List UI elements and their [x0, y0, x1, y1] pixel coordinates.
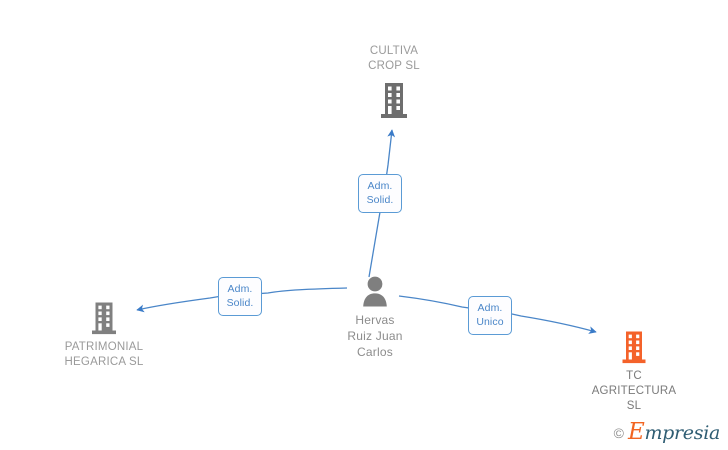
node-label-cultiva-crop: CULTIVA CROP SL — [368, 45, 420, 72]
node-label-patrimonial-hegarica: PATRIMONIAL HEGARICA SL — [64, 341, 144, 368]
edge-line-tc-agritectura — [398, 295, 597, 334]
node-patrimonial-hegarica[interactable]: PATRIMONIAL HEGARICA SL — [39, 300, 169, 370]
building-icon — [92, 302, 116, 335]
edge-label-adm-unico-tc[interactable]: Adm. Unico — [468, 296, 512, 335]
brand-logo: Empresia — [628, 421, 720, 444]
edge-label-adm-solid-cultiva[interactable]: Adm. Solid. — [358, 174, 402, 213]
building-icon — [622, 331, 646, 364]
brand-rest: mpresia — [644, 422, 720, 444]
brand-initial: E — [627, 419, 645, 445]
person-icon — [363, 276, 387, 307]
node-cultiva-crop[interactable]: CULTIVA CROP SL — [334, 44, 454, 120]
node-hervas-ruiz-juan-carlos[interactable]: Hervas Ruiz Juan Carlos — [320, 275, 430, 360]
building-icon — [381, 83, 407, 118]
node-tc-agritectura[interactable]: TC AGRITECTURA SL — [569, 329, 699, 414]
node-label-hervas-ruiz-juan-carlos: Hervas Ruiz Juan Carlos — [347, 313, 403, 359]
node-label-tc-agritectura: TC AGRITECTURA SL — [591, 370, 677, 412]
copyright-icon: © — [613, 424, 624, 441]
empresia-watermark: © Empresia — [613, 421, 721, 444]
edge-label-adm-solid-patrimonial[interactable]: Adm. Solid. — [218, 277, 262, 316]
